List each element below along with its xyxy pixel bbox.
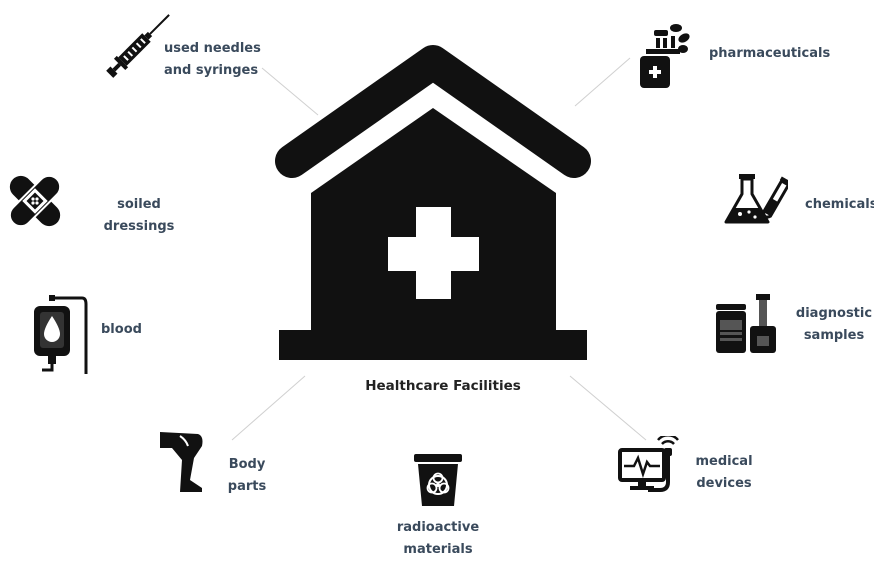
label-devices: medical devices <box>692 451 756 495</box>
cross-vertical <box>416 207 451 299</box>
syringe-icon <box>106 14 170 78</box>
label-needles: used needles and syringes <box>164 38 261 82</box>
label-body-line1: Body <box>228 457 266 472</box>
building-base <box>279 330 587 360</box>
sample-containers-icon <box>716 294 776 353</box>
chemistry-flask-icon <box>724 174 788 224</box>
label-radioactive-line2: materials <box>403 542 473 557</box>
label-dressings-line2: dressings <box>103 219 175 234</box>
connector-devices <box>569 375 647 441</box>
label-pharma-line1: pharmaceuticals <box>709 46 831 61</box>
connector-lines <box>231 57 647 441</box>
pill-bottle-icon <box>640 24 690 88</box>
label-needles-line1: used needles <box>164 41 261 56</box>
label-devices-line2: devices <box>696 476 752 491</box>
label-chemicals: chemicals <box>805 194 874 216</box>
label-diagnostic-line1: diagnostic <box>795 306 873 321</box>
heart-monitor-icon <box>618 436 679 492</box>
blood-bag-icon <box>34 295 88 374</box>
label-body-line2: parts <box>227 479 267 494</box>
leg-icon <box>160 432 203 492</box>
label-blood: blood <box>101 319 142 341</box>
connector-pharma <box>574 57 631 107</box>
label-radioactive-line1: radioactive <box>396 520 480 535</box>
label-chemicals-line1: chemicals <box>805 197 874 212</box>
connector-body <box>231 375 306 441</box>
label-dressings-line1: soiled <box>117 197 161 212</box>
biohazard-bin-icon <box>414 454 462 506</box>
label-pharma: pharmaceuticals <box>709 43 830 65</box>
label-devices-line1: medical <box>695 454 753 469</box>
label-blood-line1: blood <box>101 322 142 337</box>
connector-needles <box>261 67 319 116</box>
label-radioactive: radioactive materials <box>380 517 496 561</box>
hospital-building-icon <box>275 45 591 360</box>
label-dressings: soiled dressings <box>96 194 182 238</box>
roof-icon <box>275 45 591 178</box>
label-body: Body parts <box>222 454 272 498</box>
label-diagnostic-line2: samples <box>803 328 865 343</box>
label-needles-line2: and syringes <box>164 63 259 78</box>
bandage-icon <box>8 174 62 228</box>
center-title: Healthcare Facilities <box>365 378 521 394</box>
label-diagnostic: diagnostic samples <box>795 303 873 347</box>
